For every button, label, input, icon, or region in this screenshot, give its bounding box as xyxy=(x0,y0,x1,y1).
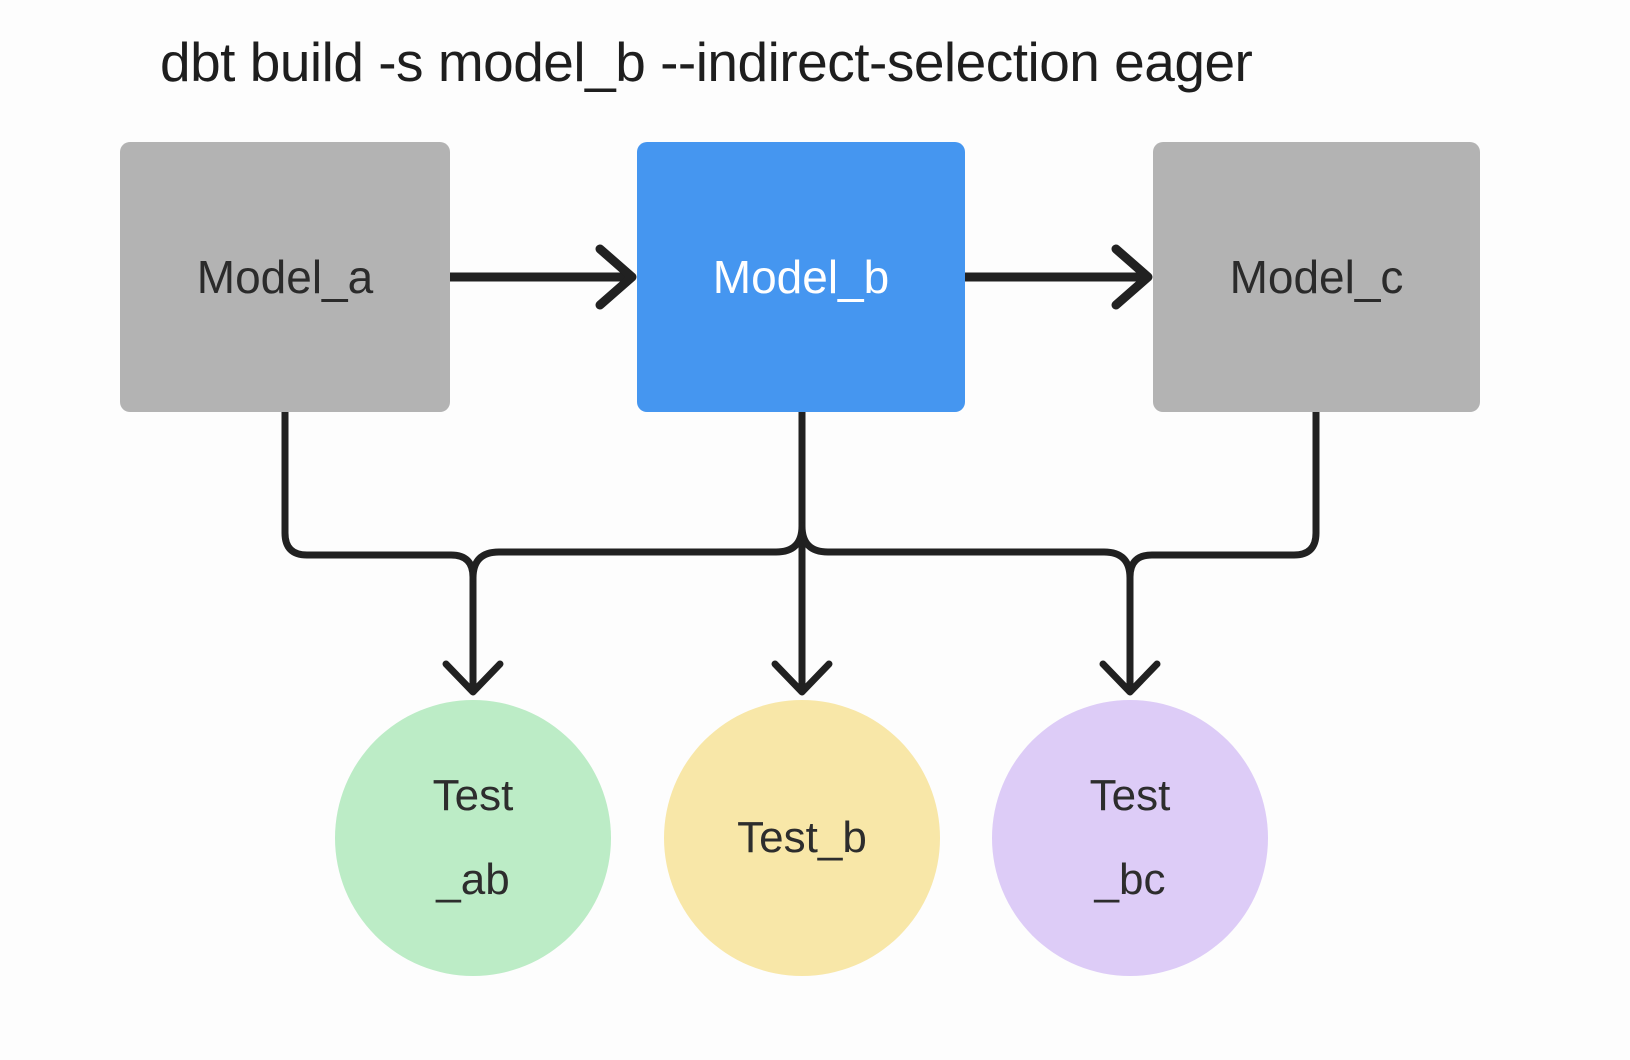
node-test-bc-label-line2: _bc xyxy=(1094,855,1166,904)
edge-model-b-to-test-ab xyxy=(469,522,806,582)
arrowhead-to-test-b-icon xyxy=(771,660,833,696)
node-model-a-label: Model_a xyxy=(196,251,374,303)
node-test-bc: Test _bc xyxy=(992,700,1268,976)
node-model-b: Model_b xyxy=(637,142,965,412)
edge-model-b-to-test-bc xyxy=(798,522,1134,582)
diagram-title: dbt build -s model_b --indirect-selectio… xyxy=(160,31,1253,93)
node-test-b-label-line1: Test_b xyxy=(737,813,867,862)
node-model-b-label: Model_b xyxy=(712,251,890,303)
node-test-ab-label-line1: Test xyxy=(432,771,514,820)
node-test-bc-label-line1: Test xyxy=(1089,771,1171,820)
node-model-a: Model_a xyxy=(120,142,450,412)
arrowhead-model-a-to-model-b-icon xyxy=(595,244,637,310)
arrowhead-to-test-ab-icon xyxy=(442,660,504,696)
arrowhead-to-test-bc-icon xyxy=(1099,660,1161,696)
edge-model-c-to-test-bc xyxy=(1126,408,1320,690)
node-test-ab-label-line2: _ab xyxy=(436,855,510,904)
edge-model-a-to-test-ab xyxy=(281,408,477,690)
arrowhead-model-b-to-model-c-icon xyxy=(1111,244,1153,310)
node-test-b: Test_b xyxy=(664,700,940,976)
node-model-c: Model_c xyxy=(1153,142,1480,412)
node-model-c-label: Model_c xyxy=(1229,251,1404,303)
node-test-ab: Test _ab xyxy=(335,700,611,976)
